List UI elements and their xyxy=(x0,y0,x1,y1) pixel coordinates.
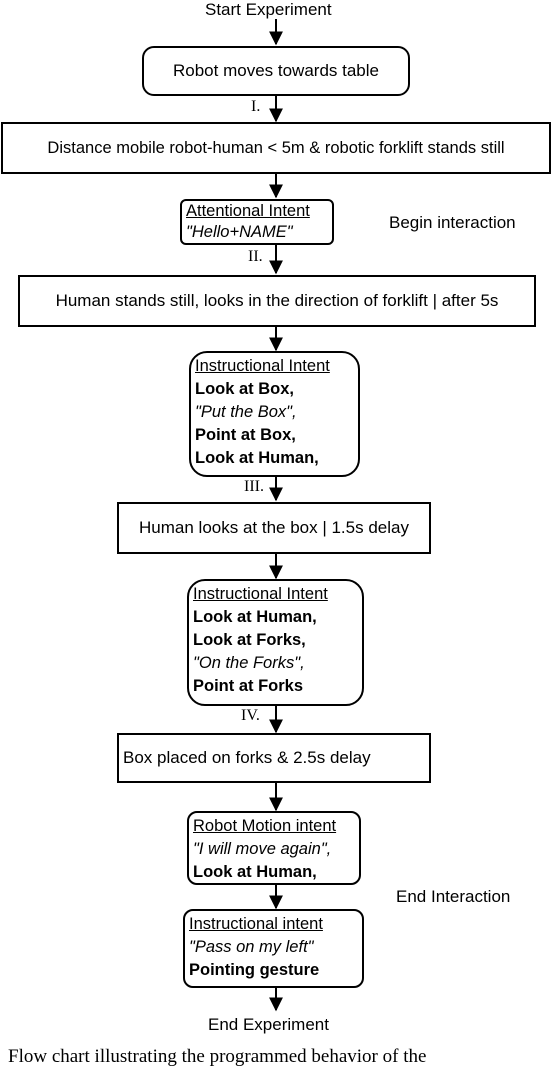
attentional-intent-title: Attentional Intent xyxy=(186,202,310,220)
instructional-intent-1-line-4: Look at Human, xyxy=(195,449,319,467)
start-label: Start Experiment xyxy=(205,0,332,19)
step-box-placed: Box placed on forks & 2.5s delay xyxy=(117,733,431,783)
figure-caption: Flow chart illustrating the programmed b… xyxy=(8,1046,427,1067)
instructional-intent-2-line-4: Point at Forks xyxy=(193,677,304,695)
step-distance: Distance mobile robot-human < 5m & robot… xyxy=(1,122,551,174)
end-label: End Experiment xyxy=(208,1015,329,1034)
instructional-intent-1-line-3: Point at Box, xyxy=(195,426,296,444)
step-robot-moves-label: Robot moves towards table xyxy=(173,61,379,80)
step-robot-moves: Robot moves towards table xyxy=(142,46,410,96)
marker-4: IV. xyxy=(241,707,260,724)
instructional-intent-2-title: Instructional Intent xyxy=(193,585,328,603)
attentional-intent-box: Attentional Intent "Hello+NAME" xyxy=(180,199,334,245)
step-human-looks-box: Human looks at the box | 1.5s delay xyxy=(117,502,431,554)
instructional-intent-2-line-3: "On the Forks", xyxy=(193,654,305,672)
step-distance-label: Distance mobile robot-human < 5m & robot… xyxy=(47,138,505,157)
step-human-still-label: Human stands still, looks in the directi… xyxy=(55,291,499,310)
step-box-placed-label: Box placed on forks & 2.5s delay xyxy=(123,748,371,767)
instructional-intent-3-box: Instructional intent "Pass on my left" P… xyxy=(183,909,364,988)
attentional-intent-line: "Hello+NAME" xyxy=(186,223,293,241)
instructional-intent-3-line-1: "Pass on my left" xyxy=(189,938,314,956)
instructional-intent-1-line-1: Look at Box, xyxy=(195,380,295,398)
robot-motion-intent-line-2: Look at Human, xyxy=(193,863,317,881)
step-human-still: Human stands still, looks in the directi… xyxy=(18,275,536,327)
marker-1: I. xyxy=(251,98,261,115)
robot-motion-intent-title: Robot Motion intent xyxy=(193,817,337,835)
instructional-intent-1-box: Instructional Intent Look at Box, "Put t… xyxy=(189,351,360,477)
robot-motion-intent-line-1: "I will move again", xyxy=(193,840,332,858)
step-human-looks-box-label: Human looks at the box | 1.5s delay xyxy=(139,518,409,537)
instructional-intent-1-line-2: "Put the Box", xyxy=(195,403,297,421)
instructional-intent-2-line-2: Look at Forks, xyxy=(193,631,306,649)
instructional-intent-2-box: Instructional Intent Look at Human, Look… xyxy=(187,579,364,706)
instructional-intent-2-line-1: Look at Human, xyxy=(193,608,317,626)
instructional-intent-3-title: Instructional intent xyxy=(189,915,323,933)
marker-3: III. xyxy=(244,478,264,495)
robot-motion-intent-box: Robot Motion intent "I will move again",… xyxy=(187,811,361,885)
instructional-intent-1-title: Instructional Intent xyxy=(195,357,330,375)
end-interaction-label: End Interaction xyxy=(396,887,511,906)
instructional-intent-3-line-2: Pointing gesture xyxy=(189,961,320,979)
marker-2: II. xyxy=(248,248,263,265)
begin-interaction-label: Begin interaction xyxy=(389,213,516,232)
